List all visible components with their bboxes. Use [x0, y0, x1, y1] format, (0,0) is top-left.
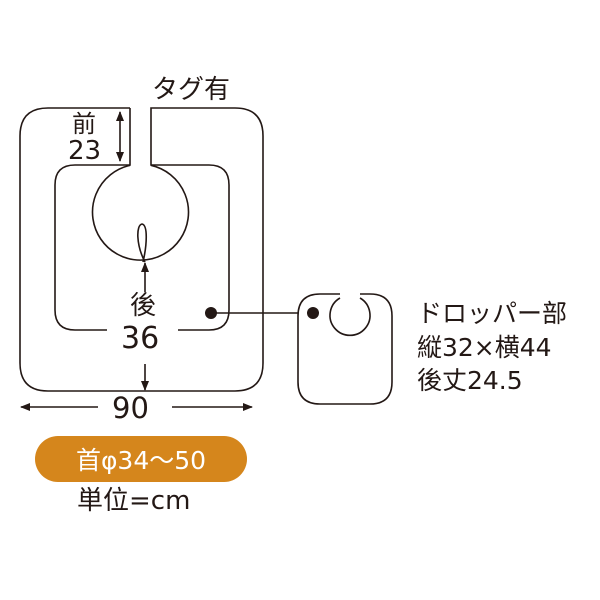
neck-size-badge: 首φ34〜50	[35, 436, 247, 482]
dropper-back-length: 後丈24.5	[417, 366, 523, 395]
back-label: 後	[130, 291, 157, 321]
dropper-title: ドロッパー部	[417, 299, 568, 328]
back-value: 36	[121, 321, 160, 356]
neck-opening	[91, 164, 190, 261]
unit-label: 単位=cm	[77, 486, 191, 516]
neck-size-text: 首φ34〜50	[75, 446, 207, 475]
dropper-neck-opening	[329, 297, 371, 337]
width-value: 90	[112, 391, 149, 425]
front-value: 23	[68, 136, 102, 166]
tag-loop-icon	[137, 223, 148, 263]
dropper-dot-icon	[307, 307, 319, 319]
dropper-size: 縦32×横44	[417, 333, 552, 362]
dropper-dot-icon	[205, 307, 217, 319]
front-label: 前	[72, 110, 96, 138]
main-bib-inner-left	[54, 108, 131, 331]
dropper-bib-outline	[297, 293, 393, 405]
main-bib-outline	[19, 107, 264, 392]
tag-label: タグ有	[152, 75, 231, 105]
